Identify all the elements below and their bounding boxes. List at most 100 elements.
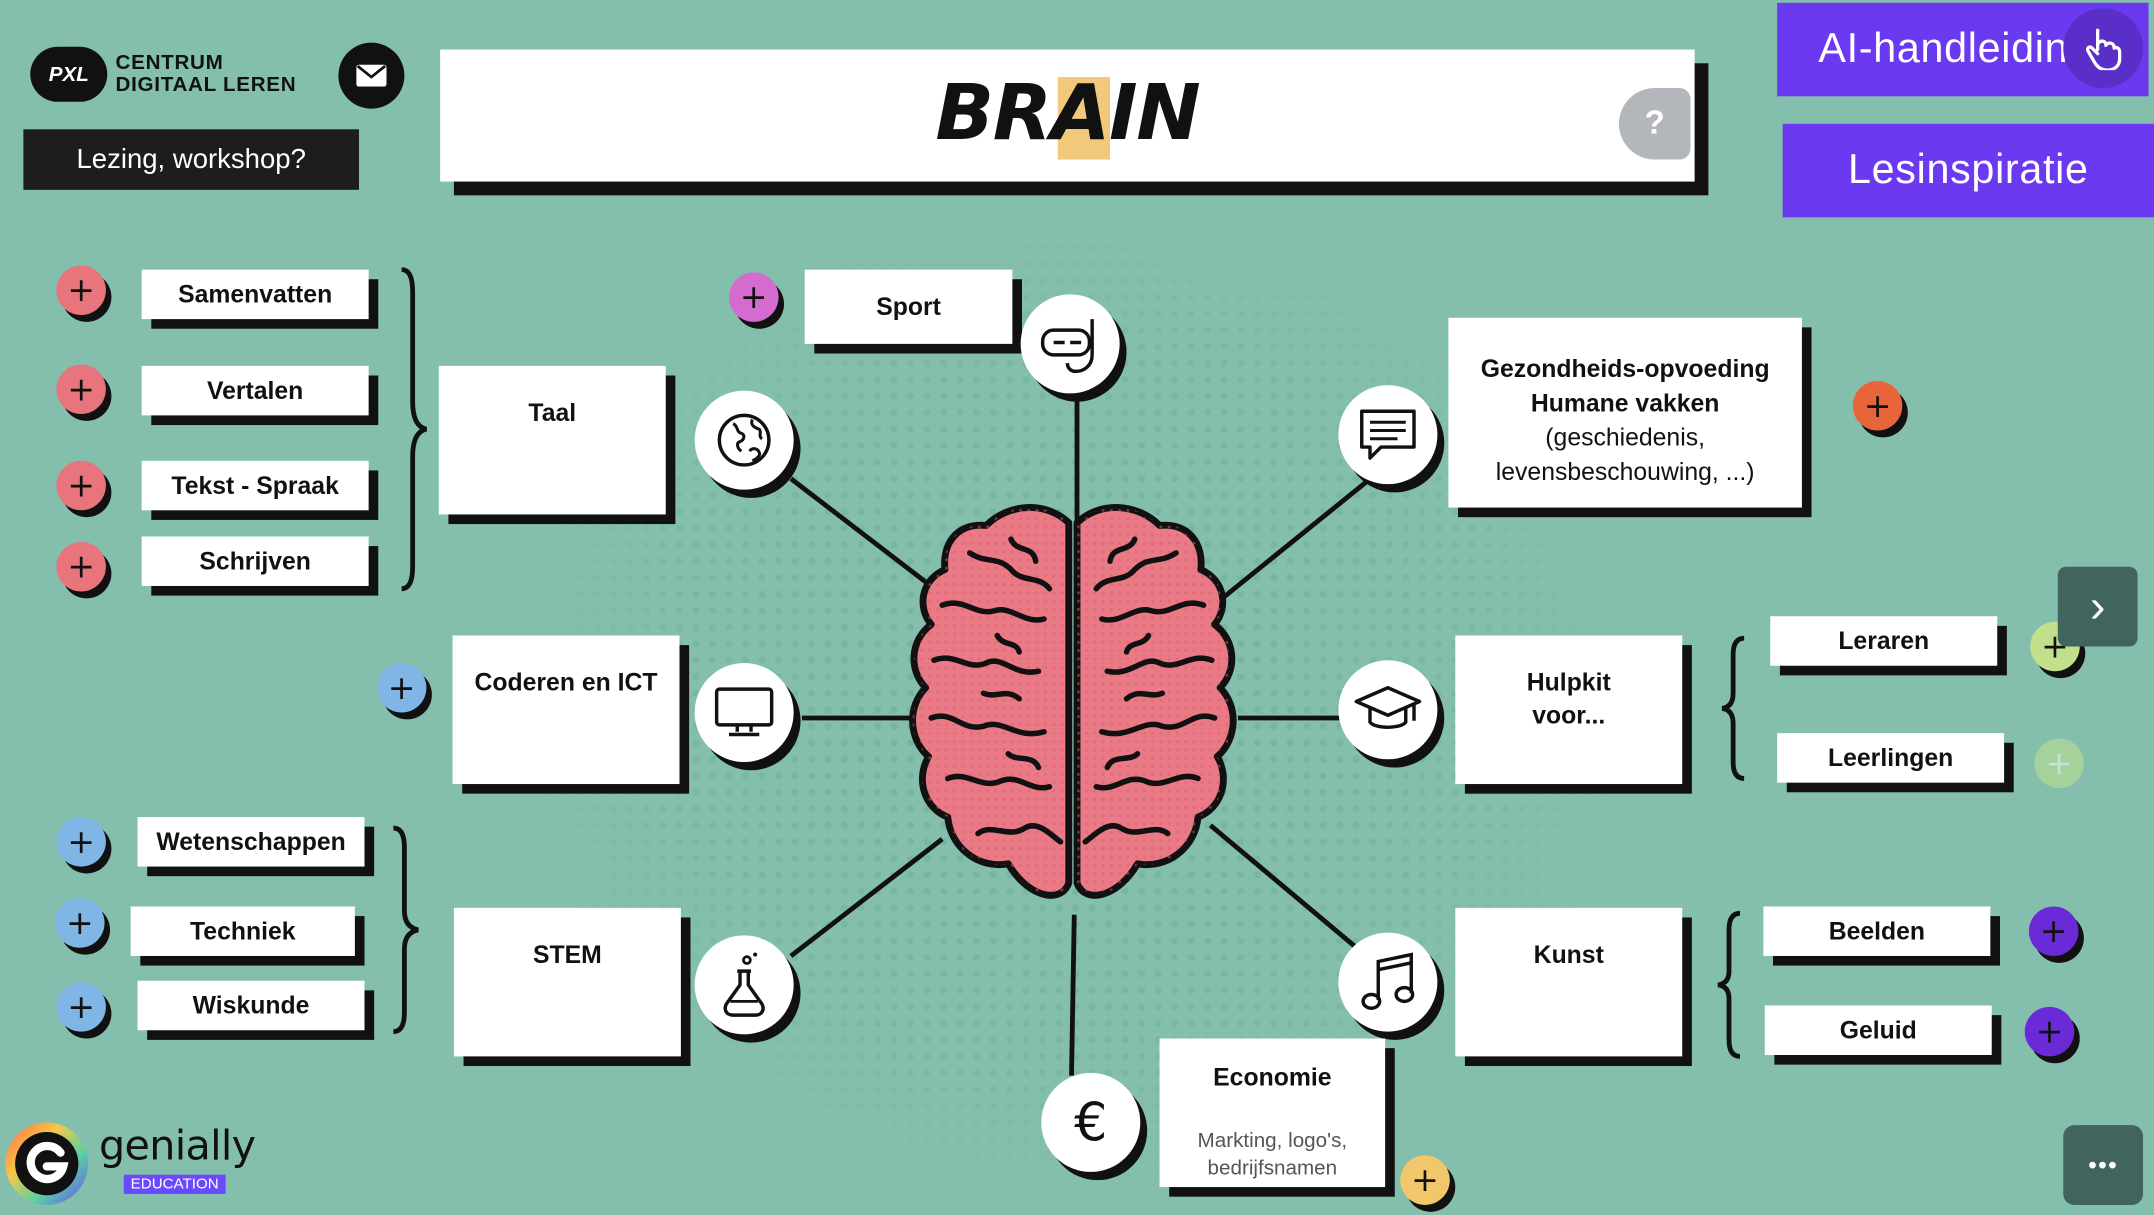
plus-icon: + — [2035, 1012, 2064, 1051]
schrijven-label: Schrijven — [199, 546, 311, 575]
plus-icon: + — [65, 903, 94, 943]
title-banner: BRAIN ? — [440, 49, 1695, 182]
pxl-logo[interactable]: PXL CENTRUM DIGITAAL LEREN — [30, 46, 297, 102]
plus-icon: + — [1863, 386, 1892, 426]
sport-plus-button[interactable]: + — [729, 272, 779, 322]
taal-card[interactable]: Taal — [438, 365, 666, 515]
more-options-button[interactable]: ••• — [2063, 1125, 2144, 1205]
economie-card[interactable]: Economie Markting, logo's, bedrijfsnamen — [1159, 1038, 1386, 1188]
schrijven-plus-button[interactable]: + — [56, 541, 106, 592]
hulpkit-title-2: voor... — [1532, 701, 1606, 730]
education-badge: EDUCATION — [123, 1174, 226, 1194]
wetenschappen-plus-button[interactable]: + — [56, 817, 106, 867]
plus-icon: + — [67, 822, 95, 862]
music-icon-button[interactable] — [1338, 932, 1438, 1032]
globe-button[interactable] — [694, 390, 794, 490]
plus-icon: + — [67, 270, 95, 310]
euro-icon-button[interactable]: € — [1041, 1072, 1141, 1172]
wetenschappen-label: Wetenschappen — [156, 827, 346, 855]
vertalen-card[interactable]: Vertalen — [141, 365, 369, 416]
leraren-label: Leraren — [1838, 626, 1930, 655]
kunst-card[interactable]: Kunst — [1455, 907, 1683, 1057]
geluid-label: Geluid — [1839, 1015, 1917, 1044]
vertalen-plus-button[interactable]: + — [56, 364, 106, 415]
wetenschappen-card[interactable]: Wetenschappen — [137, 817, 365, 867]
envelope-icon — [356, 64, 387, 87]
tekst-spraak-label: Tekst - Spraak — [171, 471, 339, 499]
kunst-label: Kunst — [1533, 940, 1604, 969]
beelden-label: Beelden — [1828, 916, 1926, 945]
stem-label: STEM — [532, 940, 602, 969]
next-slide-button[interactable]: › — [2057, 566, 2138, 647]
lesinspiratie-button[interactable]: Lesinspiratie — [1782, 123, 2154, 218]
lecture-workshop-button[interactable]: Lezing, workshop? — [23, 129, 360, 190]
economie-subtitle-2: bedrijfsnamen — [1207, 1156, 1338, 1181]
centrum-digitaal-leren-label: CENTRUM DIGITAAL LEREN — [116, 52, 297, 96]
taal-brace — [401, 267, 428, 592]
brand-line2: DIGITAAL LEREN — [115, 72, 297, 97]
gezondheid-subtitle-2: levensbeschouwing, ...) — [1495, 458, 1755, 486]
samenvatten-card[interactable]: Samenvatten — [141, 269, 369, 320]
leerlingen-plus-button[interactable]: + — [2034, 738, 2084, 789]
wiskunde-card[interactable]: Wiskunde — [137, 980, 365, 1031]
wiskunde-plus-button[interactable]: + — [56, 982, 106, 1032]
title-highlight — [1057, 77, 1111, 160]
samenvatten-plus-button[interactable]: + — [56, 265, 106, 315]
plus-icon: + — [1411, 1160, 1439, 1200]
genially-g-icon — [5, 1122, 89, 1205]
techniek-label: Techniek — [190, 916, 296, 945]
beelden-card[interactable]: Beelden — [1763, 906, 1991, 956]
leerlingen-card[interactable]: Leerlingen — [1777, 733, 2005, 783]
gezondheid-plus-button[interactable]: + — [1852, 381, 1903, 431]
gezondheid-title: Gezondheids-opvoeding — [1480, 354, 1770, 383]
sport-icon-button[interactable] — [1020, 294, 1120, 394]
pointer-hand-icon — [2063, 8, 2144, 89]
euro-icon: € — [1074, 1092, 1108, 1153]
gezondheid-subtitle-1: (geschiedenis, — [1545, 423, 1705, 452]
techniek-card[interactable]: Techniek — [130, 906, 355, 956]
samenvatten-label: Samenvatten — [178, 279, 333, 308]
snorkel-mask-icon — [1040, 319, 1094, 374]
computer-icon-button[interactable] — [694, 662, 794, 763]
lesinspiratie-label: Lesinspiratie — [1848, 147, 2089, 193]
chevron-right-icon: › — [2089, 579, 2106, 633]
brand-line1: CENTRUM — [115, 50, 224, 75]
gezondheid-icon-button[interactable] — [1338, 385, 1438, 485]
taal-label: Taal — [528, 398, 577, 427]
pxl-logo-badge: PXL — [30, 46, 108, 102]
stem-brace — [393, 825, 419, 1035]
stem-card[interactable]: STEM — [453, 907, 681, 1057]
economie-subtitle-1: Markting, logo's, — [1197, 1129, 1348, 1153]
gezondheid-card[interactable]: Gezondheids-opvoeding Humane vakken (ges… — [1448, 317, 1802, 508]
coderen-card[interactable]: Coderen en ICT — [452, 635, 680, 785]
hulpkit-title: Hulpkit — [1526, 668, 1611, 697]
tekst-spraak-card[interactable]: Tekst - Spraak — [141, 460, 369, 511]
kunst-brace — [1717, 910, 1741, 1059]
flask-icon-button[interactable] — [694, 935, 794, 1035]
hulpkit-icon-button[interactable] — [1338, 660, 1438, 760]
geluid-plus-button[interactable]: + — [2024, 1006, 2075, 1057]
hulpkit-card[interactable]: Hulpkit voor... — [1455, 635, 1683, 785]
globe-icon — [717, 413, 771, 467]
schrijven-card[interactable]: Schrijven — [141, 536, 369, 586]
geluid-card[interactable]: Geluid — [1764, 1005, 1992, 1056]
coderen-plus-button[interactable]: + — [376, 662, 427, 713]
leraren-card[interactable]: Leraren — [1770, 616, 1998, 666]
leerlingen-label: Leerlingen — [1828, 743, 1954, 771]
economie-plus-button[interactable]: + — [1400, 1155, 1450, 1205]
page-title: BRAIN — [935, 68, 1200, 159]
economie-label: Economie — [1213, 1063, 1332, 1091]
help-button[interactable]: ? — [1618, 88, 1691, 160]
genially-logo[interactable]: genially EDUCATION — [3, 1120, 256, 1208]
monitor-icon — [714, 687, 774, 737]
plus-icon: + — [387, 668, 416, 708]
mail-button[interactable] — [338, 42, 405, 109]
techniek-plus-button[interactable]: + — [55, 898, 105, 948]
tekst-spraak-plus-button[interactable]: + — [56, 460, 106, 511]
sport-card[interactable]: Sport — [804, 269, 1013, 344]
beelden-plus-button[interactable]: + — [2028, 906, 2079, 956]
plus-icon: + — [2039, 911, 2068, 951]
coderen-label: Coderen en ICT — [474, 668, 658, 697]
